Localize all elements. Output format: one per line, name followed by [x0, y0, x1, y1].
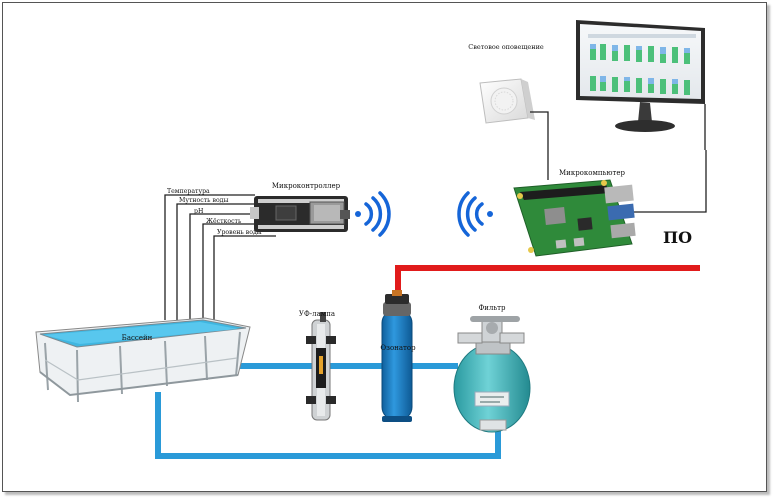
microcomputer-board [513, 179, 636, 257]
mc-right-label: Микрокомпьютер [559, 169, 626, 177]
pipe-hot [395, 265, 700, 290]
sensor-labels: Температура Мутность воды pH Жёсткость У… [167, 188, 262, 236]
filter-label: Фильтр [478, 304, 506, 312]
software-label: ПО [663, 228, 692, 247]
sensor-label-4: Уровень воды [217, 229, 262, 236]
mc-left-label: Микроконтроллер [272, 182, 341, 190]
sensor-label-3: Жёсткость [206, 218, 242, 225]
uv-label: УФ-лампа [299, 310, 335, 318]
wifi-left-icon [355, 191, 391, 237]
sensor-label-2: pH [194, 208, 204, 215]
sensor-wires [164, 194, 276, 320]
ozonator-tank [381, 290, 413, 422]
water-pipes [155, 265, 700, 459]
sensor-label-0: Температура [167, 188, 210, 195]
speaker-wire [530, 111, 549, 180]
monitor-wire [632, 150, 707, 213]
pipe-return [155, 392, 501, 459]
monitor-icon [576, 20, 705, 132]
ozonator-label: Озонатор [380, 344, 416, 352]
pool-label: Бассейн [122, 334, 153, 342]
speaker-icon [479, 78, 535, 124]
wifi-right-icon [457, 191, 493, 237]
pool-illustration [35, 317, 251, 403]
sensor-label-1: Мутность воды [179, 197, 228, 204]
uv-lamp [306, 312, 336, 421]
speaker-label: Световое оповещение [468, 43, 544, 51]
filter-tank [453, 316, 531, 433]
microcontroller-board [250, 196, 350, 232]
